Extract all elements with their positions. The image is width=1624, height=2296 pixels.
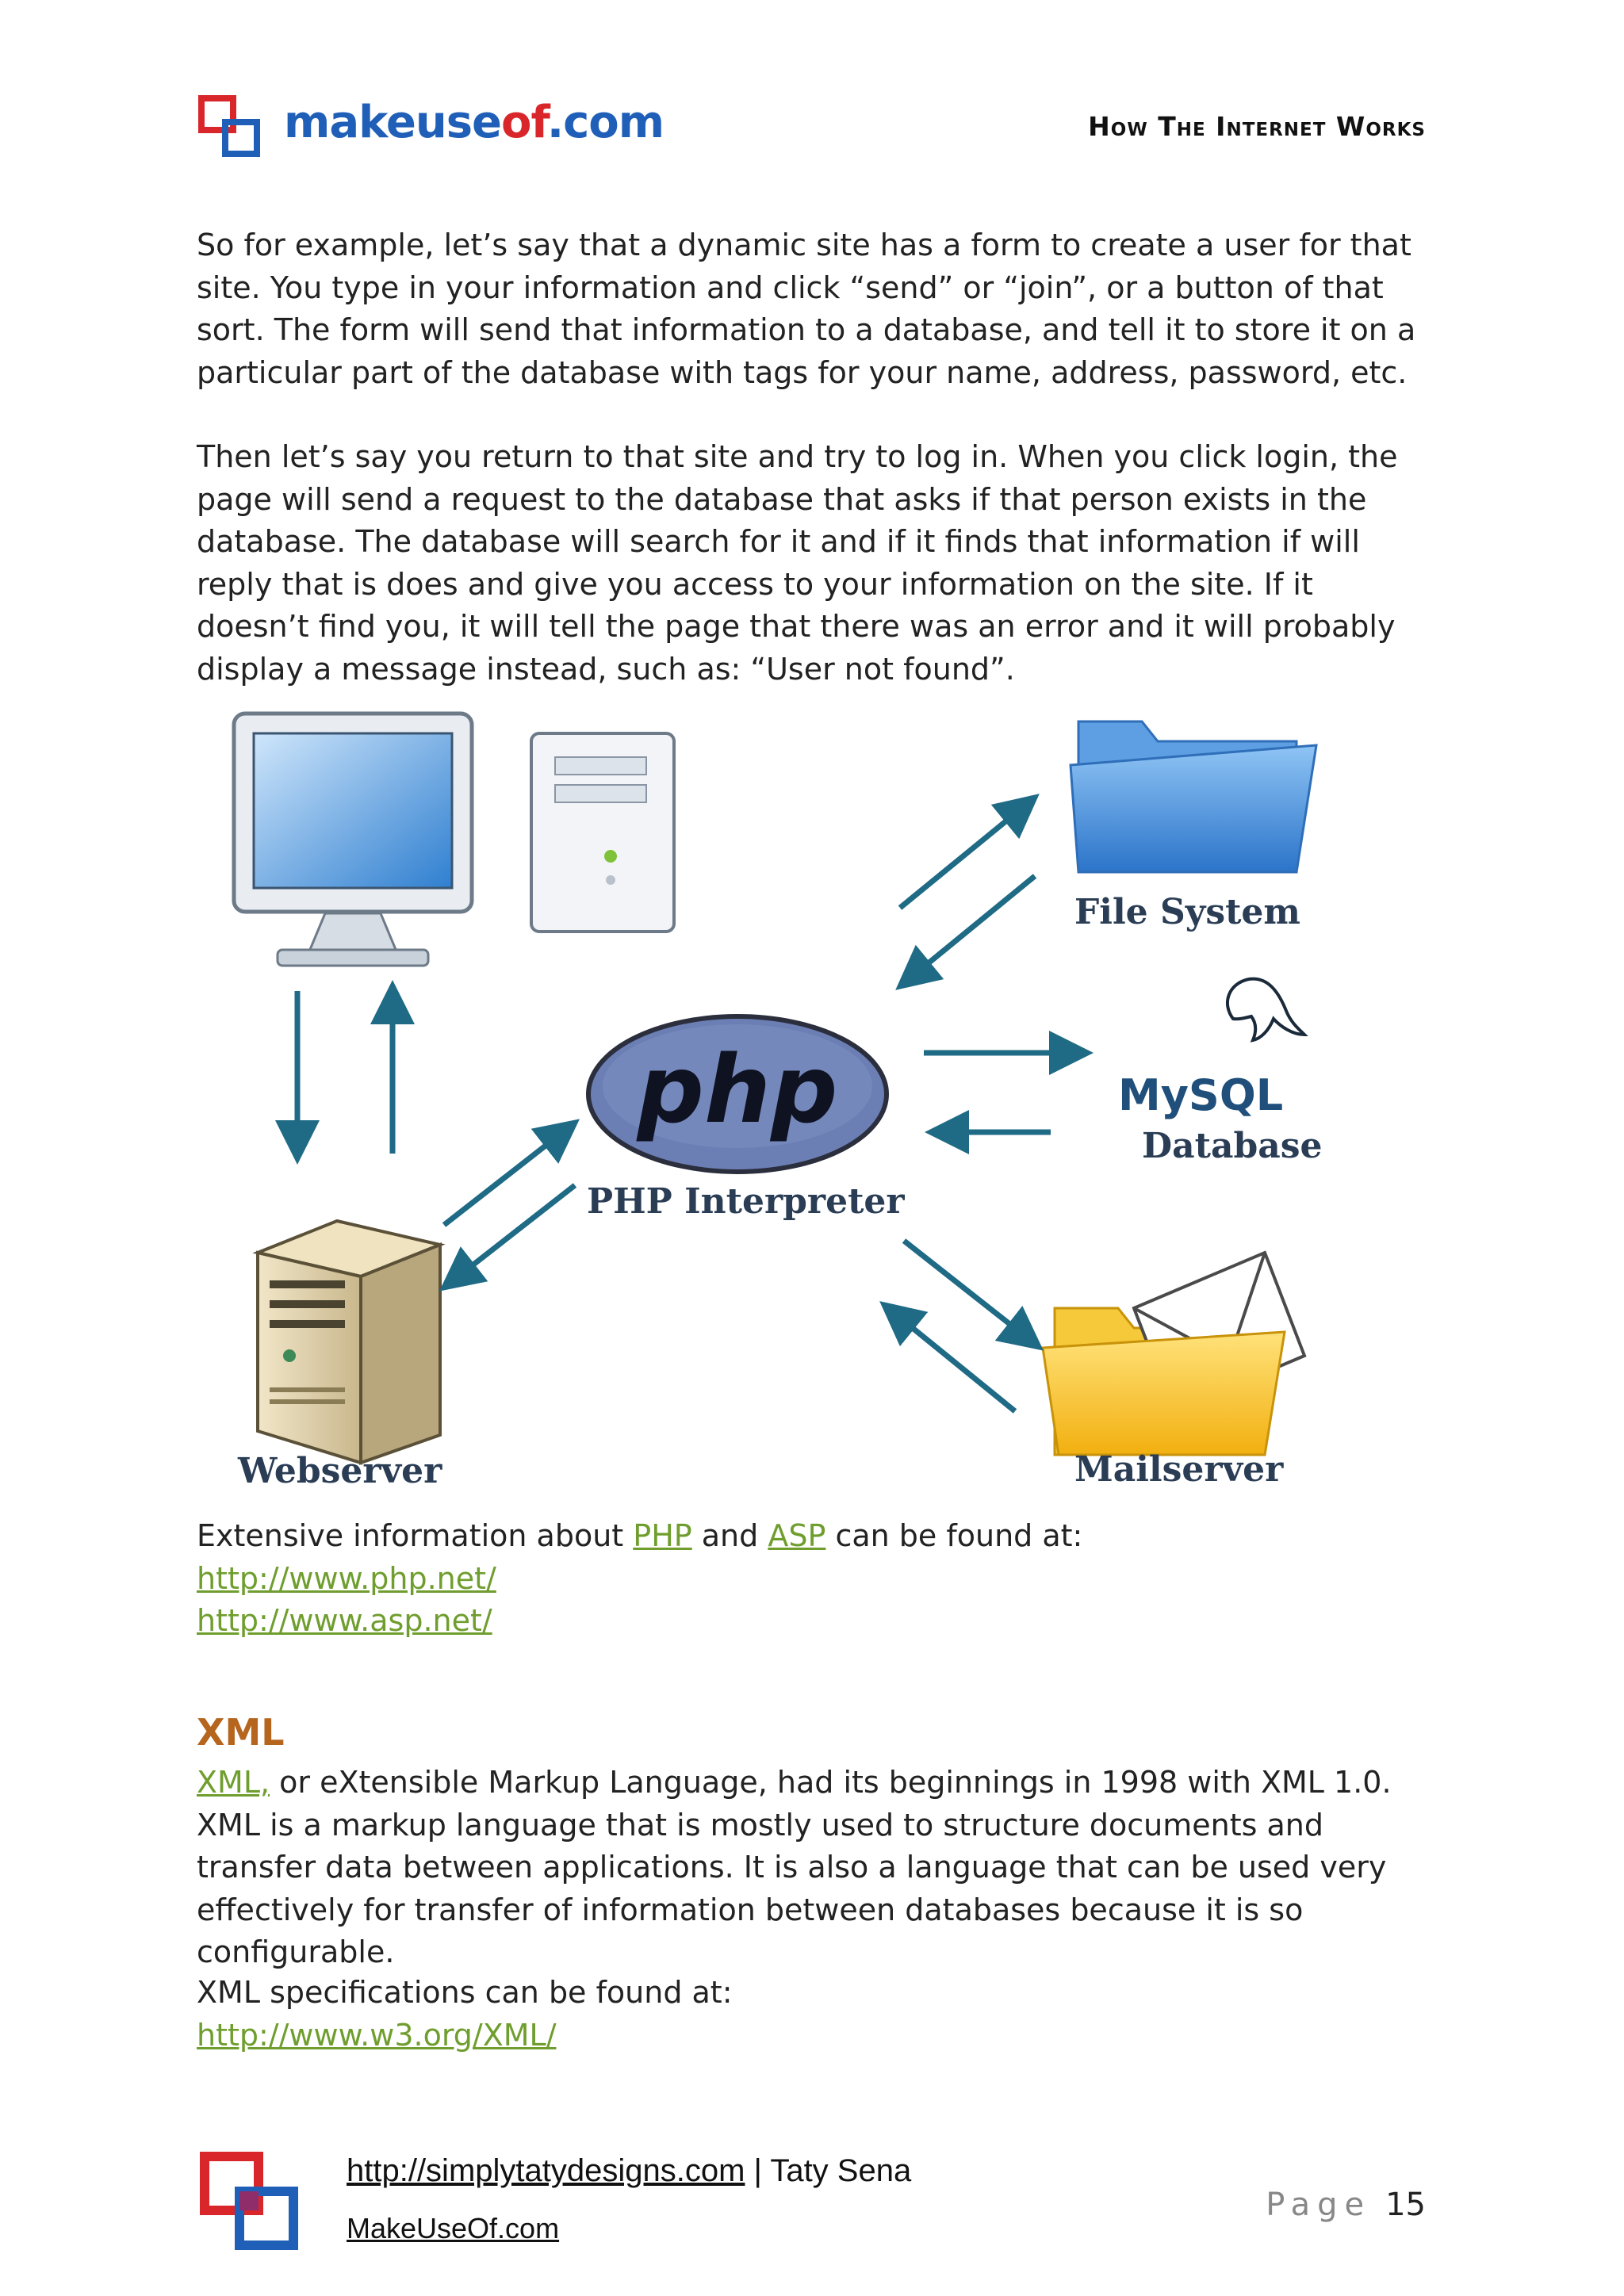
arrow-php-to-webserver: [439, 1183, 577, 1292]
xml-link[interactable]: XML,: [197, 1765, 270, 1800]
php-architecture-diagram: php MySQL: [198, 698, 1348, 1506]
links-section: Extensive information about PHP and ASP …: [197, 1515, 1434, 1643]
arrow-mailserver-to-php: [879, 1301, 1017, 1414]
flow-arrows: [275, 794, 1094, 1414]
w3-xml-link[interactable]: http://www.w3.org/XML/: [197, 2017, 557, 2053]
php-link[interactable]: PHP: [633, 1518, 692, 1553]
mailserver-folder-icon: [1041, 1250, 1307, 1456]
links-intro-after: can be found at:: [825, 1518, 1083, 1553]
header-title: How The Internet Works: [1088, 111, 1426, 142]
asp-link[interactable]: ASP: [768, 1518, 826, 1553]
label-webserver: Webserver: [238, 1451, 442, 1491]
asp-net-link[interactable]: http://www.asp.net/: [197, 1603, 492, 1638]
links-intro-and: and: [691, 1518, 768, 1553]
label-php-interpreter: PHP Interpreter: [587, 1181, 905, 1222]
mysql-logo-text: MySQL: [1118, 1070, 1283, 1120]
php-logo-icon: php: [586, 1014, 889, 1174]
xml-spec-intro: XML specifications can be found at:: [197, 1975, 733, 2010]
xml-spec-section: XML specifications can be found at: http…: [197, 1972, 1434, 2057]
makeuseof-logo: makeuseof.com: [198, 94, 665, 165]
client-computer-icon: [232, 711, 676, 967]
xml-paragraph-text: or eXtensible Markup Language, had its b…: [197, 1765, 1392, 1969]
arrow-php-to-filesystem: [898, 794, 1040, 910]
page-word: Page: [1266, 2187, 1372, 2223]
footer-author: | Taty Sena: [745, 2153, 912, 2188]
page-number: 15: [1385, 2187, 1426, 2223]
arrow-filesystem-to-php: [895, 874, 1037, 990]
file-system-folder-icon: [1069, 720, 1318, 874]
label-file-system: File System: [1074, 892, 1300, 932]
php-logo-text: php: [636, 1035, 838, 1144]
makeuseof-logo-icon: [198, 95, 260, 157]
logo-part-com: .com: [546, 97, 665, 148]
paragraph-2-text: Then let’s say you return to that site a…: [197, 439, 1398, 687]
page-number-label: Page 15: [1266, 2187, 1426, 2223]
mysql-dolphin-icon: [1225, 977, 1308, 1043]
logo-wordmark: makeuseof.com: [284, 97, 665, 148]
webserver-icon: [252, 1219, 446, 1465]
php-net-link[interactable]: http://www.php.net/: [197, 1560, 496, 1596]
paragraph-1: So for example, let’s say that a dynamic…: [197, 224, 1434, 394]
footer-logo-icon: [198, 2150, 301, 2253]
label-mailserver: Mailserver: [1074, 1449, 1284, 1490]
arrow-php-to-mailserver: [902, 1238, 1044, 1351]
xml-paragraph: XML, or eXtensible Markup Language, had …: [197, 1762, 1434, 1974]
paragraph-2: Then let’s say you return to that site a…: [197, 436, 1434, 691]
footer-url-line: http://simplytatydesigns.com | Taty Sena: [347, 2153, 911, 2189]
footer-site-link[interactable]: http://simplytatydesigns.com: [347, 2153, 745, 2188]
links-intro-before: Extensive information about: [197, 1518, 634, 1553]
label-database: Database: [1142, 1126, 1323, 1166]
paragraph-1-text: So for example, let’s say that a dynamic…: [197, 228, 1416, 390]
arrow-webserver-to-php: [442, 1119, 580, 1227]
links-intro: Extensive information about PHP and ASP …: [197, 1515, 1434, 1558]
logo-part-of: of: [501, 97, 548, 148]
footer-makeuseof-link[interactable]: MakeUseOf.com: [347, 2212, 560, 2244]
logo-part-makeuse: makeuse: [284, 97, 502, 148]
xml-heading: XML: [197, 1711, 285, 1754]
